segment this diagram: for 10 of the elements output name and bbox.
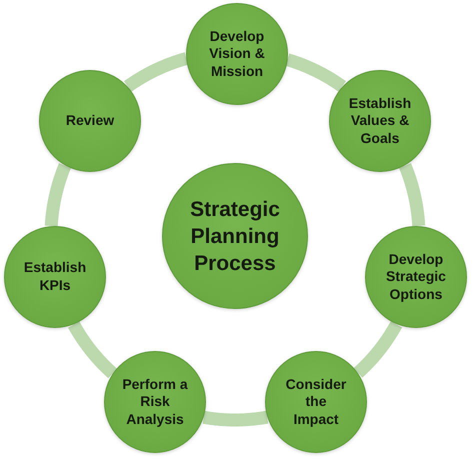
step-label: Consider the Impact	[284, 376, 348, 428]
connector-arc	[352, 319, 402, 378]
step-label: Establish Values & Goals	[348, 94, 412, 148]
step-label: Establish KPIs	[22, 259, 88, 295]
step-label: Review	[66, 112, 114, 130]
connector-arc	[68, 319, 118, 379]
step-label: Perform a Risk Analysis	[121, 376, 189, 428]
step-label: Develop Vision & Mission	[208, 28, 266, 80]
step-label: Develop Strategic Options	[385, 250, 447, 304]
center-label: Strategic Planning Process	[189, 196, 281, 276]
